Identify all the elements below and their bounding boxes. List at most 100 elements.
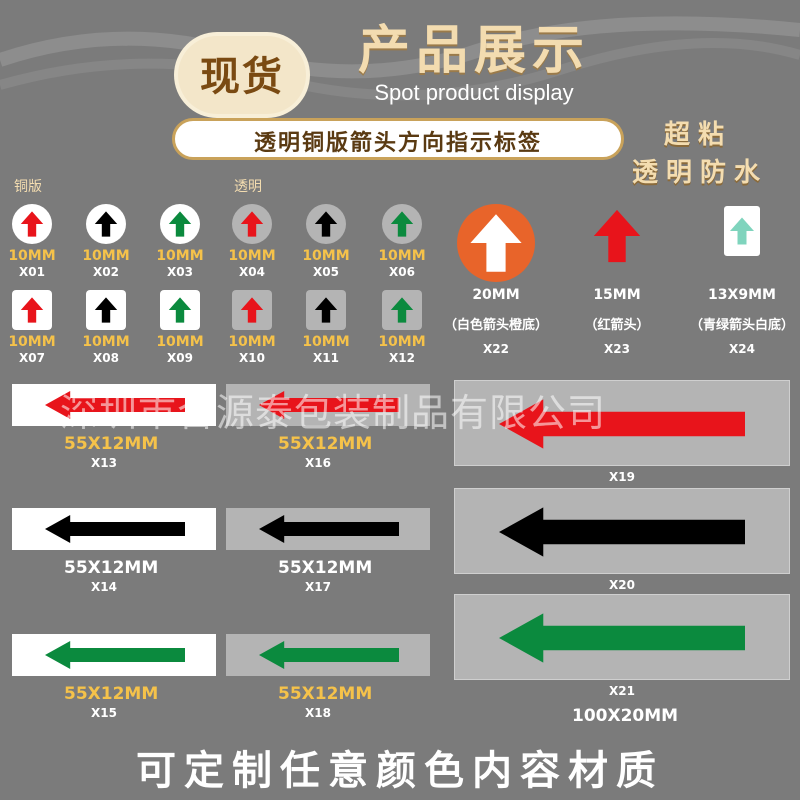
sticker-code-label: X09: [167, 351, 193, 365]
stock-badge-label: 现货: [200, 53, 284, 100]
sticker-x23[interactable]: [587, 206, 647, 266]
product-name-pill: [172, 118, 624, 160]
sticker-x03[interactable]: [160, 204, 200, 244]
bar-code-label: X18: [305, 706, 331, 720]
sticker-code-label: X12: [389, 351, 415, 365]
sticker-code-label: X01: [19, 265, 45, 279]
large-bar-code-label: X21: [609, 684, 635, 698]
large-bar-sticker-x19[interactable]: [454, 380, 790, 466]
bar-code-label: X17: [305, 580, 331, 594]
feature-code-label: X23: [604, 342, 630, 356]
bar-sticker-x16[interactable]: [226, 384, 430, 426]
sticker-size-label: 10MM: [378, 248, 426, 264]
sticker-size-label: 10MM: [156, 334, 204, 350]
sticker-x10[interactable]: [232, 290, 272, 330]
sticker-x07[interactable]: [12, 290, 52, 330]
stock-badge: [178, 36, 306, 114]
arrow-left-icon: [45, 515, 185, 543]
feature-code-label: X24: [729, 342, 755, 356]
bar-sticker-x13[interactable]: [12, 384, 216, 426]
large-bar-code-label: X20: [609, 578, 635, 592]
sticker-code-label: X07: [19, 351, 45, 365]
arrow-left-icon: [499, 399, 745, 449]
arrow-up-icon: [94, 211, 118, 237]
arrow-left-icon: [499, 507, 745, 557]
feature-desc-label: （青绿箭头白底）: [689, 318, 794, 333]
arrow-up-icon: [20, 211, 44, 237]
sticker-x05[interactable]: [306, 204, 346, 244]
sticker-x01[interactable]: [12, 204, 52, 244]
arrow-left-icon: [259, 515, 399, 543]
bar-size-label: 55X12MM: [278, 684, 373, 704]
sticker-size-label: 10MM: [156, 248, 204, 264]
sticker-x22[interactable]: [457, 204, 535, 282]
bar-sticker-x14[interactable]: [12, 508, 216, 550]
arrow-up-icon: [168, 297, 192, 323]
sticker-x09[interactable]: [160, 290, 200, 330]
bar-size-label: 55X12MM: [64, 558, 159, 578]
bar-code-label: X16: [305, 456, 331, 470]
section-label-copper: 铜版: [14, 179, 42, 195]
bar-size-label: 55X12MM: [278, 558, 373, 578]
arrow-up-icon: [240, 297, 264, 323]
sticker-code-label: X05: [313, 265, 339, 279]
section-label-transparent: 透明: [234, 179, 262, 195]
arrow-left-icon: [499, 613, 745, 663]
arrow-up-icon: [730, 217, 754, 245]
arrow-left-icon: [259, 641, 399, 669]
arrow-left-icon: [45, 641, 185, 669]
sticker-x06[interactable]: [382, 204, 422, 244]
sticker-size-label: 10MM: [302, 334, 350, 350]
bar-sticker-x15[interactable]: [12, 634, 216, 676]
bar-size-label: 55X12MM: [278, 434, 373, 454]
arrow-up-icon: [390, 211, 414, 237]
feature-desc-label: （白色箭头橙底）: [443, 318, 548, 333]
large-bar-sticker-x20[interactable]: [454, 488, 790, 574]
sticker-x12[interactable]: [382, 290, 422, 330]
arrow-up-icon: [314, 297, 338, 323]
header-wave-decoration: [0, 16, 800, 101]
callout-super-sticky: 超粘: [664, 120, 733, 150]
page-title: 产品展示: [357, 20, 590, 81]
large-bar-sticker-x21[interactable]: [454, 594, 790, 680]
feature-desc-label: （红箭头）: [584, 318, 650, 333]
sticker-size-label: 10MM: [228, 248, 276, 264]
sticker-size-label: 10MM: [82, 334, 130, 350]
large-bar-code-label: X19: [609, 470, 635, 484]
bar-code-label: X15: [91, 706, 117, 720]
page-subtitle: Spot product display: [374, 80, 574, 105]
sticker-code-label: X04: [239, 265, 265, 279]
feature-size-label: 13X9MM: [708, 287, 776, 303]
feature-code-label: X22: [483, 342, 509, 356]
sticker-code-label: X06: [389, 265, 415, 279]
sticker-x08[interactable]: [86, 290, 126, 330]
bar-code-label: X14: [91, 580, 117, 594]
sticker-code-label: X08: [93, 351, 119, 365]
sticker-size-label: 10MM: [82, 248, 130, 264]
large-bar-size-label: 100X20MM: [572, 706, 679, 726]
bar-sticker-x17[interactable]: [226, 508, 430, 550]
bar-sticker-x18[interactable]: [226, 634, 430, 676]
product-name: 透明铜版箭头方向指示标签: [253, 131, 542, 156]
sticker-size-label: 10MM: [228, 334, 276, 350]
sticker-x11[interactable]: [306, 290, 346, 330]
arrow-up-icon: [94, 297, 118, 323]
arrow-up-icon: [390, 297, 414, 323]
sticker-x04[interactable]: [232, 204, 272, 244]
callout-clear-waterproof: 透明防水: [632, 158, 769, 188]
sticker-code-label: X03: [167, 265, 193, 279]
arrow-left-icon: [45, 391, 185, 419]
sticker-size-label: 10MM: [378, 334, 426, 350]
sticker-code-label: X02: [93, 265, 119, 279]
feature-size-label: 15MM: [593, 287, 641, 303]
feature-size-label: 20MM: [472, 287, 520, 303]
arrow-up-icon: [593, 209, 641, 263]
bar-size-label: 55X12MM: [64, 434, 159, 454]
arrow-up-icon: [314, 211, 338, 237]
sticker-x02[interactable]: [86, 204, 126, 244]
sticker-x24[interactable]: [724, 206, 760, 256]
sticker-size-label: 10MM: [8, 334, 56, 350]
footer-slogan: 可定制任意颜色内容材质: [136, 747, 664, 794]
arrow-left-icon: [259, 391, 399, 419]
sticker-code-label: X10: [239, 351, 265, 365]
